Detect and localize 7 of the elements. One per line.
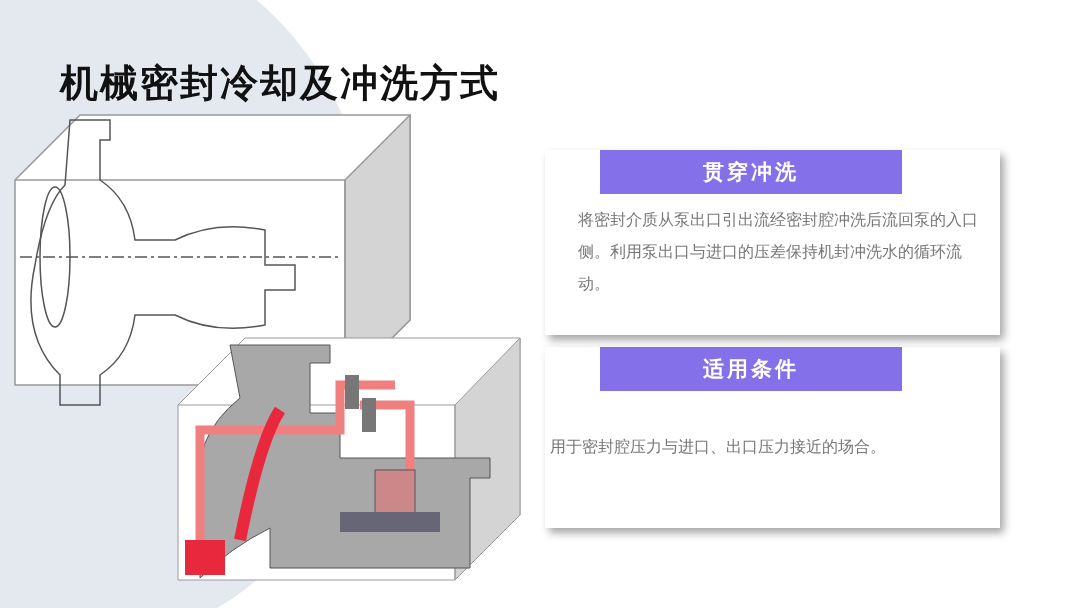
text-card: [545, 150, 1000, 335]
heading-banner: 适用条件: [600, 347, 902, 391]
body-text: 将密封介质从泵出口引出流经密封腔冲洗后流回泵的入口侧。利用泵出口与进口的压差保持机封冲洗水的循环流动。: [578, 210, 978, 295]
slide-title: 机械密封冷却及冲洗方式: [60, 60, 500, 107]
text-card: [545, 347, 1000, 528]
heading-banner: 贯穿冲洗: [600, 150, 902, 194]
body-text: 用于密封腔压力与进口、出口压力接近的场合。: [550, 437, 887, 458]
